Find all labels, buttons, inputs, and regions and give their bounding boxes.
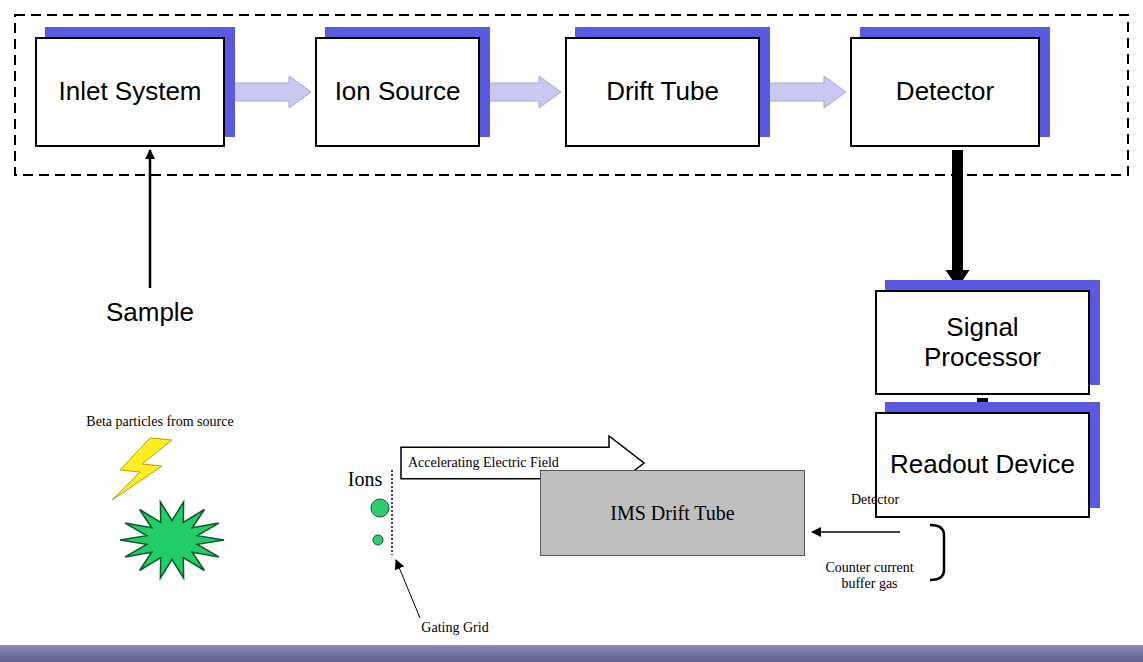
node-text: Accelerating Electric Field bbox=[408, 455, 559, 471]
flow-arrow bbox=[764, 76, 846, 108]
caption-bar bbox=[0, 645, 1143, 662]
gas-label: Counter current buffer gas bbox=[812, 560, 927, 592]
process-box: Inlet System bbox=[35, 37, 225, 147]
ion-large bbox=[371, 499, 389, 517]
process-box: Ion Source bbox=[315, 37, 480, 147]
sample-arrow bbox=[149, 150, 152, 288]
ion-small bbox=[373, 535, 383, 545]
input-label: Sample bbox=[80, 298, 220, 328]
grid-label: Gating Grid bbox=[400, 620, 510, 636]
gas-flow-arrow bbox=[812, 531, 900, 533]
node-text: Ion Source bbox=[335, 77, 461, 107]
flow-arrow bbox=[229, 76, 311, 108]
ions-label: Ions bbox=[340, 468, 390, 491]
detector-bracket bbox=[930, 525, 944, 580]
detector-label: Detector bbox=[835, 492, 915, 508]
node-text: Inlet System bbox=[58, 77, 201, 107]
gating-grid-leader bbox=[396, 560, 420, 618]
node-text: Readout Device bbox=[890, 450, 1075, 480]
node-text: Drift Tube bbox=[606, 77, 719, 107]
process-box: Drift Tube bbox=[565, 37, 760, 147]
node-text: IMS Drift Tube bbox=[610, 502, 734, 525]
node-text: Signal Processor bbox=[885, 313, 1080, 373]
process-box: Detector bbox=[850, 37, 1040, 147]
signal-arrow bbox=[971, 398, 995, 410]
lightning-bolt bbox=[112, 438, 172, 500]
gating-grid bbox=[391, 470, 393, 555]
process-box: Readout Device bbox=[875, 412, 1090, 518]
source-label: Beta particles from source bbox=[60, 414, 260, 430]
beta-source-starburst bbox=[120, 502, 224, 578]
process-box: Signal Processor bbox=[875, 290, 1090, 395]
drift-tube: IMS Drift Tube bbox=[540, 470, 805, 556]
node-text: Detector bbox=[896, 77, 994, 107]
flow-arrow bbox=[484, 76, 561, 108]
signal-arrow bbox=[946, 150, 970, 288]
